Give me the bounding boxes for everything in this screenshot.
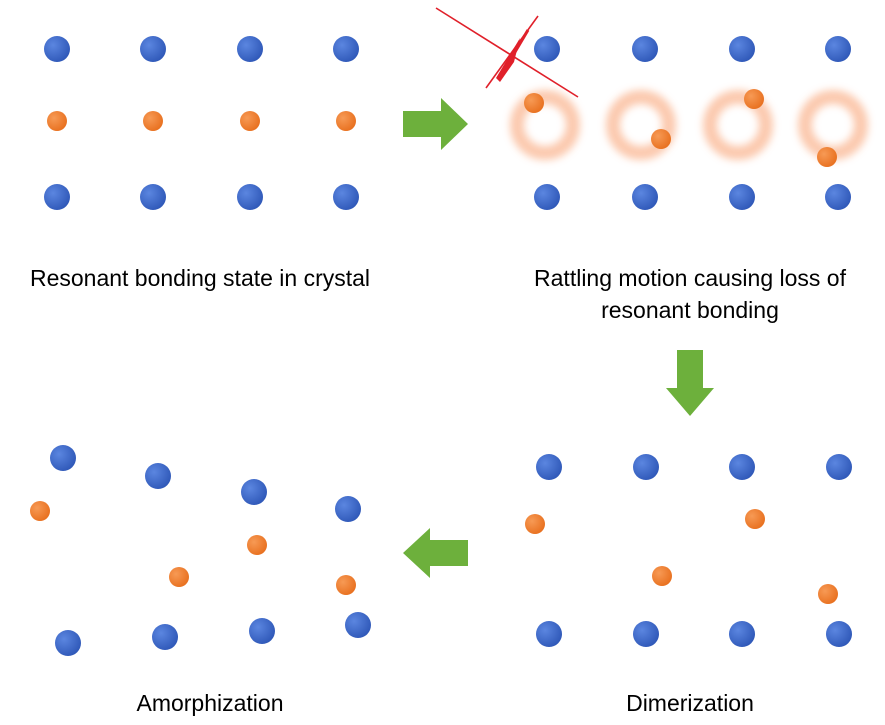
rattling-halo (606, 90, 676, 160)
orange-atom (30, 501, 50, 521)
panel-amorphization (30, 445, 371, 656)
panel-rattling-motion (435, 7, 868, 210)
blue-atom (140, 184, 166, 210)
blue-atom (534, 36, 560, 62)
orange-atom (169, 567, 189, 587)
blue-atom (237, 36, 263, 62)
blue-atom (729, 36, 755, 62)
blue-atom (729, 454, 755, 480)
blue-atom (55, 630, 81, 656)
blue-atom (825, 36, 851, 62)
blue-atom (140, 36, 166, 62)
orange-atom (143, 111, 163, 131)
blue-atom (633, 454, 659, 480)
orange-atom (336, 575, 356, 595)
caption-amorphization: Amorphization (136, 690, 284, 716)
panel-dimerization (525, 454, 852, 647)
blue-atom (50, 445, 76, 471)
blue-atom (826, 454, 852, 480)
caption-resonant-bonding: Resonant bonding state in crystal (29, 265, 371, 291)
blue-atom (825, 184, 851, 210)
blue-atom (345, 612, 371, 638)
orange-atom (240, 111, 260, 131)
blue-atom (333, 184, 359, 210)
blue-atom (145, 463, 171, 489)
orange-atom (652, 566, 672, 586)
blue-atom (249, 618, 275, 644)
blue-atom (237, 184, 263, 210)
caption-rattling-line-2: resonant bonding (601, 297, 779, 323)
blue-atom (44, 36, 70, 62)
blue-atom (826, 621, 852, 647)
blue-atom (333, 36, 359, 62)
orange-atom (247, 535, 267, 555)
orange-atom (651, 129, 671, 149)
rattling-halo (798, 90, 868, 160)
rattling-halo (510, 90, 580, 160)
blue-atom (632, 184, 658, 210)
blue-atom (241, 479, 267, 505)
blue-atom (335, 496, 361, 522)
orange-atom (817, 147, 837, 167)
broken-bond-cross-icon (435, 7, 579, 98)
orange-atom (745, 509, 765, 529)
blue-atom (534, 184, 560, 210)
blue-atom (633, 621, 659, 647)
arrow-left-icon (403, 528, 468, 578)
caption-dimerization: Dimerization (626, 690, 754, 716)
rattling-halo (703, 90, 773, 160)
arrow-down-icon (666, 350, 714, 416)
caption-rattling-line-1: Rattling motion causing loss of (534, 265, 846, 291)
caption-rattling-motion: Rattling motion causing loss of resonant… (500, 262, 880, 326)
orange-atom (818, 584, 838, 604)
arrow-right-icon (403, 98, 468, 150)
orange-atom (525, 514, 545, 534)
blue-atom (44, 184, 70, 210)
orange-atom (524, 93, 544, 113)
blue-atom (536, 454, 562, 480)
blue-atom (729, 621, 755, 647)
orange-atom (744, 89, 764, 109)
orange-atom (47, 111, 67, 131)
panel-resonant-crystal (44, 36, 359, 210)
orange-atom (336, 111, 356, 131)
blue-atom (729, 184, 755, 210)
blue-atom (536, 621, 562, 647)
blue-atom (152, 624, 178, 650)
blue-atom (632, 36, 658, 62)
